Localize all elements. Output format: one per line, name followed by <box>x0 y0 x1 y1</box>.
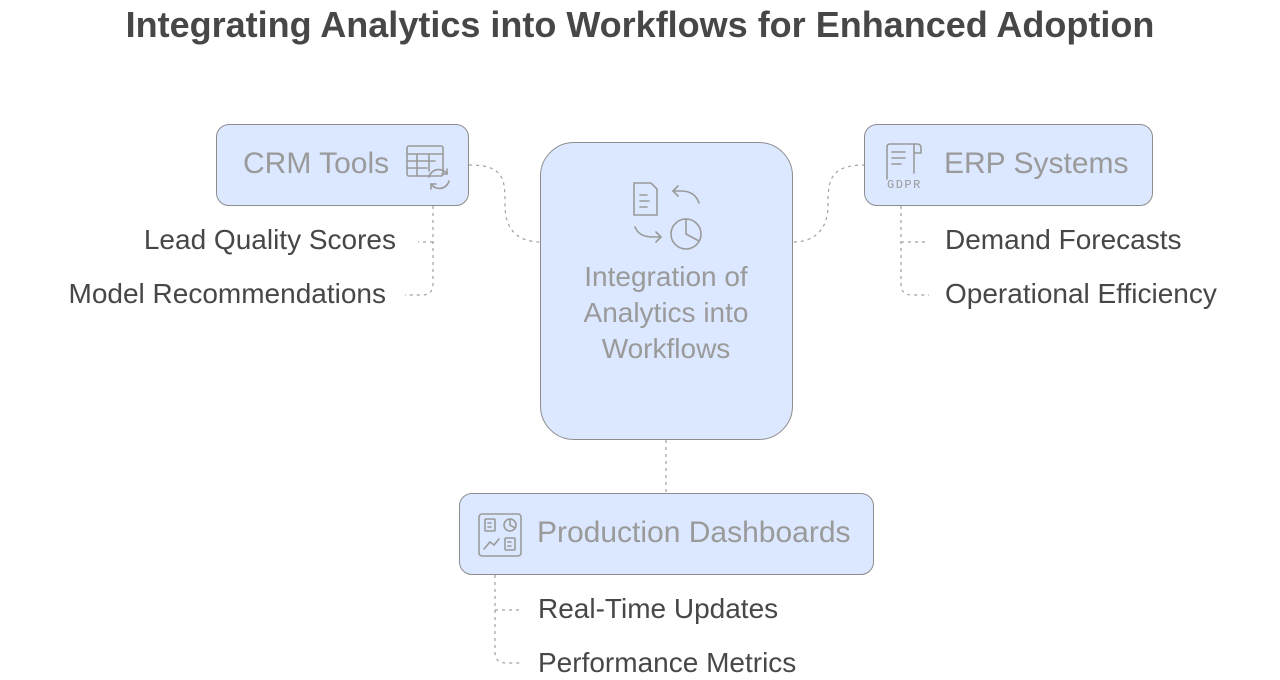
leaf-operational-efficiency: Operational Efficiency <box>945 278 1217 309</box>
connector-crm-center <box>468 164 542 243</box>
center-integration-node: Integration of Analytics into Workflows <box>540 142 793 440</box>
connector-crm-leaves <box>405 206 434 296</box>
crm-tools-label: CRM Tools <box>243 147 390 180</box>
connector-erp-leaves <box>900 206 929 296</box>
leaf-performance-metrics: Performance Metrics <box>538 647 797 678</box>
connector-erp-center <box>792 164 866 243</box>
center-label: Integration of Analytics into Workflows <box>583 261 749 364</box>
production-dashboards-label: Production Dashboards <box>537 516 851 549</box>
leaf-lead-quality-scores: Lead Quality Scores <box>143 224 396 255</box>
spreadsheet-refresh-icon <box>406 145 450 190</box>
gdpr-icon-text: GDPR <box>887 178 922 191</box>
dashboard-icon <box>478 513 522 557</box>
production-dashboards-node: Production Dashboards <box>459 493 874 575</box>
erp-systems-node: GDPR ERP Systems <box>864 124 1153 206</box>
erp-systems-label: ERP Systems <box>944 147 1129 180</box>
gdpr-document-icon: GDPR <box>886 143 922 191</box>
leaf-real-time-updates: Real-Time Updates <box>538 593 779 624</box>
crm-tools-node: CRM Tools <box>216 124 469 206</box>
leaf-demand-forecasts: Demand Forecasts <box>945 224 1182 255</box>
document-pie-exchange-icon <box>633 182 702 250</box>
leaf-model-recommendations: Model Recommendations <box>68 278 387 309</box>
connector-dashboard-leaves <box>494 575 522 664</box>
diagram-title: Integrating Analytics into Workflows for… <box>125 4 1155 45</box>
